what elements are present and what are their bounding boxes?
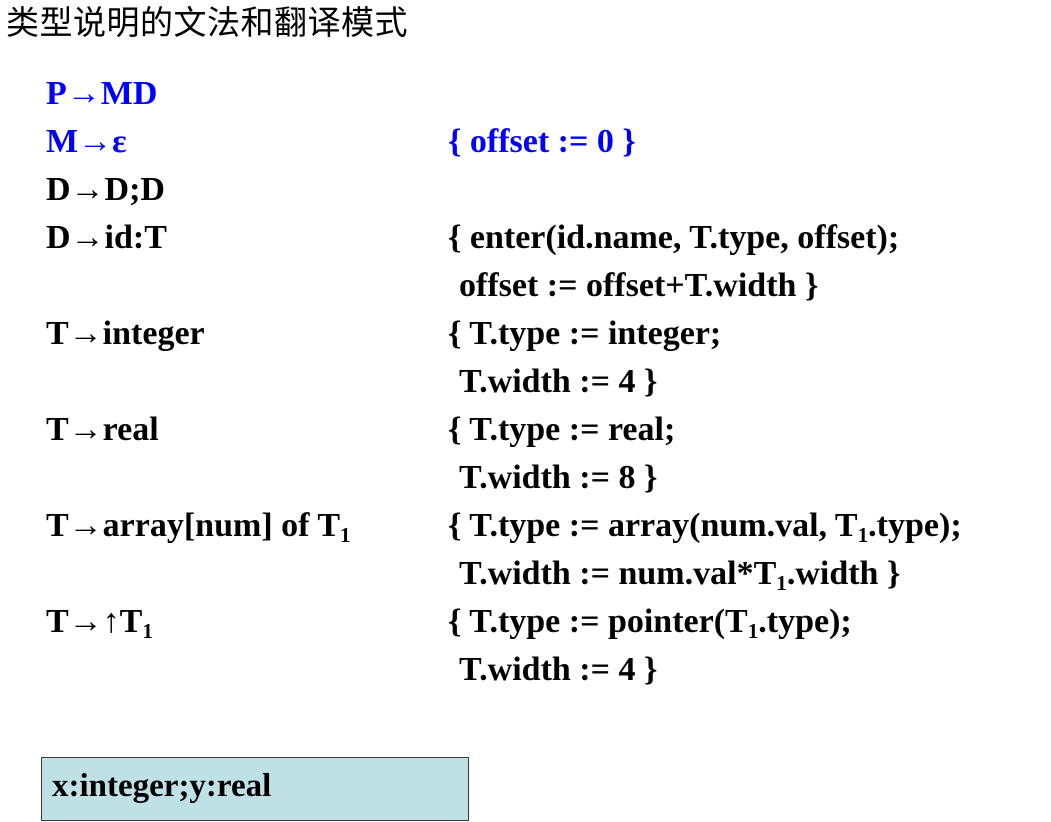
grammar-semantic-action-continued: T.width := 4 } (459, 363, 658, 400)
grammar-semantic-action: { T.type := pointer(T1.type); (448, 603, 852, 643)
grammar-semantic-action-continued: T.width := num.val*T1.width } (459, 555, 901, 595)
grammar-semantic-action: { T.type := array(num.val, T1.type); (448, 507, 962, 547)
grammar-production: T→array[num] of T1 (46, 507, 351, 547)
grammar-production: T→integer (46, 315, 205, 352)
example-declaration-box: x:integer;y:real (41, 757, 469, 821)
grammar-semantic-action-continued: T.width := 4 } (459, 651, 658, 688)
grammar-production: M→ε (46, 123, 127, 160)
grammar-production: T→real (46, 411, 159, 448)
grammar-semantic-action: { offset := 0 } (448, 123, 636, 160)
grammar-production: D→D;D (46, 171, 165, 208)
grammar-production: T→↑T1 (46, 603, 153, 643)
grammar-semantic-action: { T.type := integer; (448, 315, 722, 352)
example-declaration-text: x:integer;y:real (52, 768, 272, 804)
grammar-semantic-action-continued: offset := offset+T.width } (459, 267, 819, 304)
grammar-semantic-action-continued: T.width := 8 } (459, 459, 658, 496)
grammar-production: D→id:T (46, 219, 167, 256)
page-title: 类型说明的文法和翻译模式 (6, 6, 408, 42)
grammar-production: P→MD (46, 75, 158, 112)
grammar-semantic-action: { T.type := real; (448, 411, 676, 448)
grammar-semantic-action: { enter(id.name, T.type, offset); (448, 219, 900, 256)
